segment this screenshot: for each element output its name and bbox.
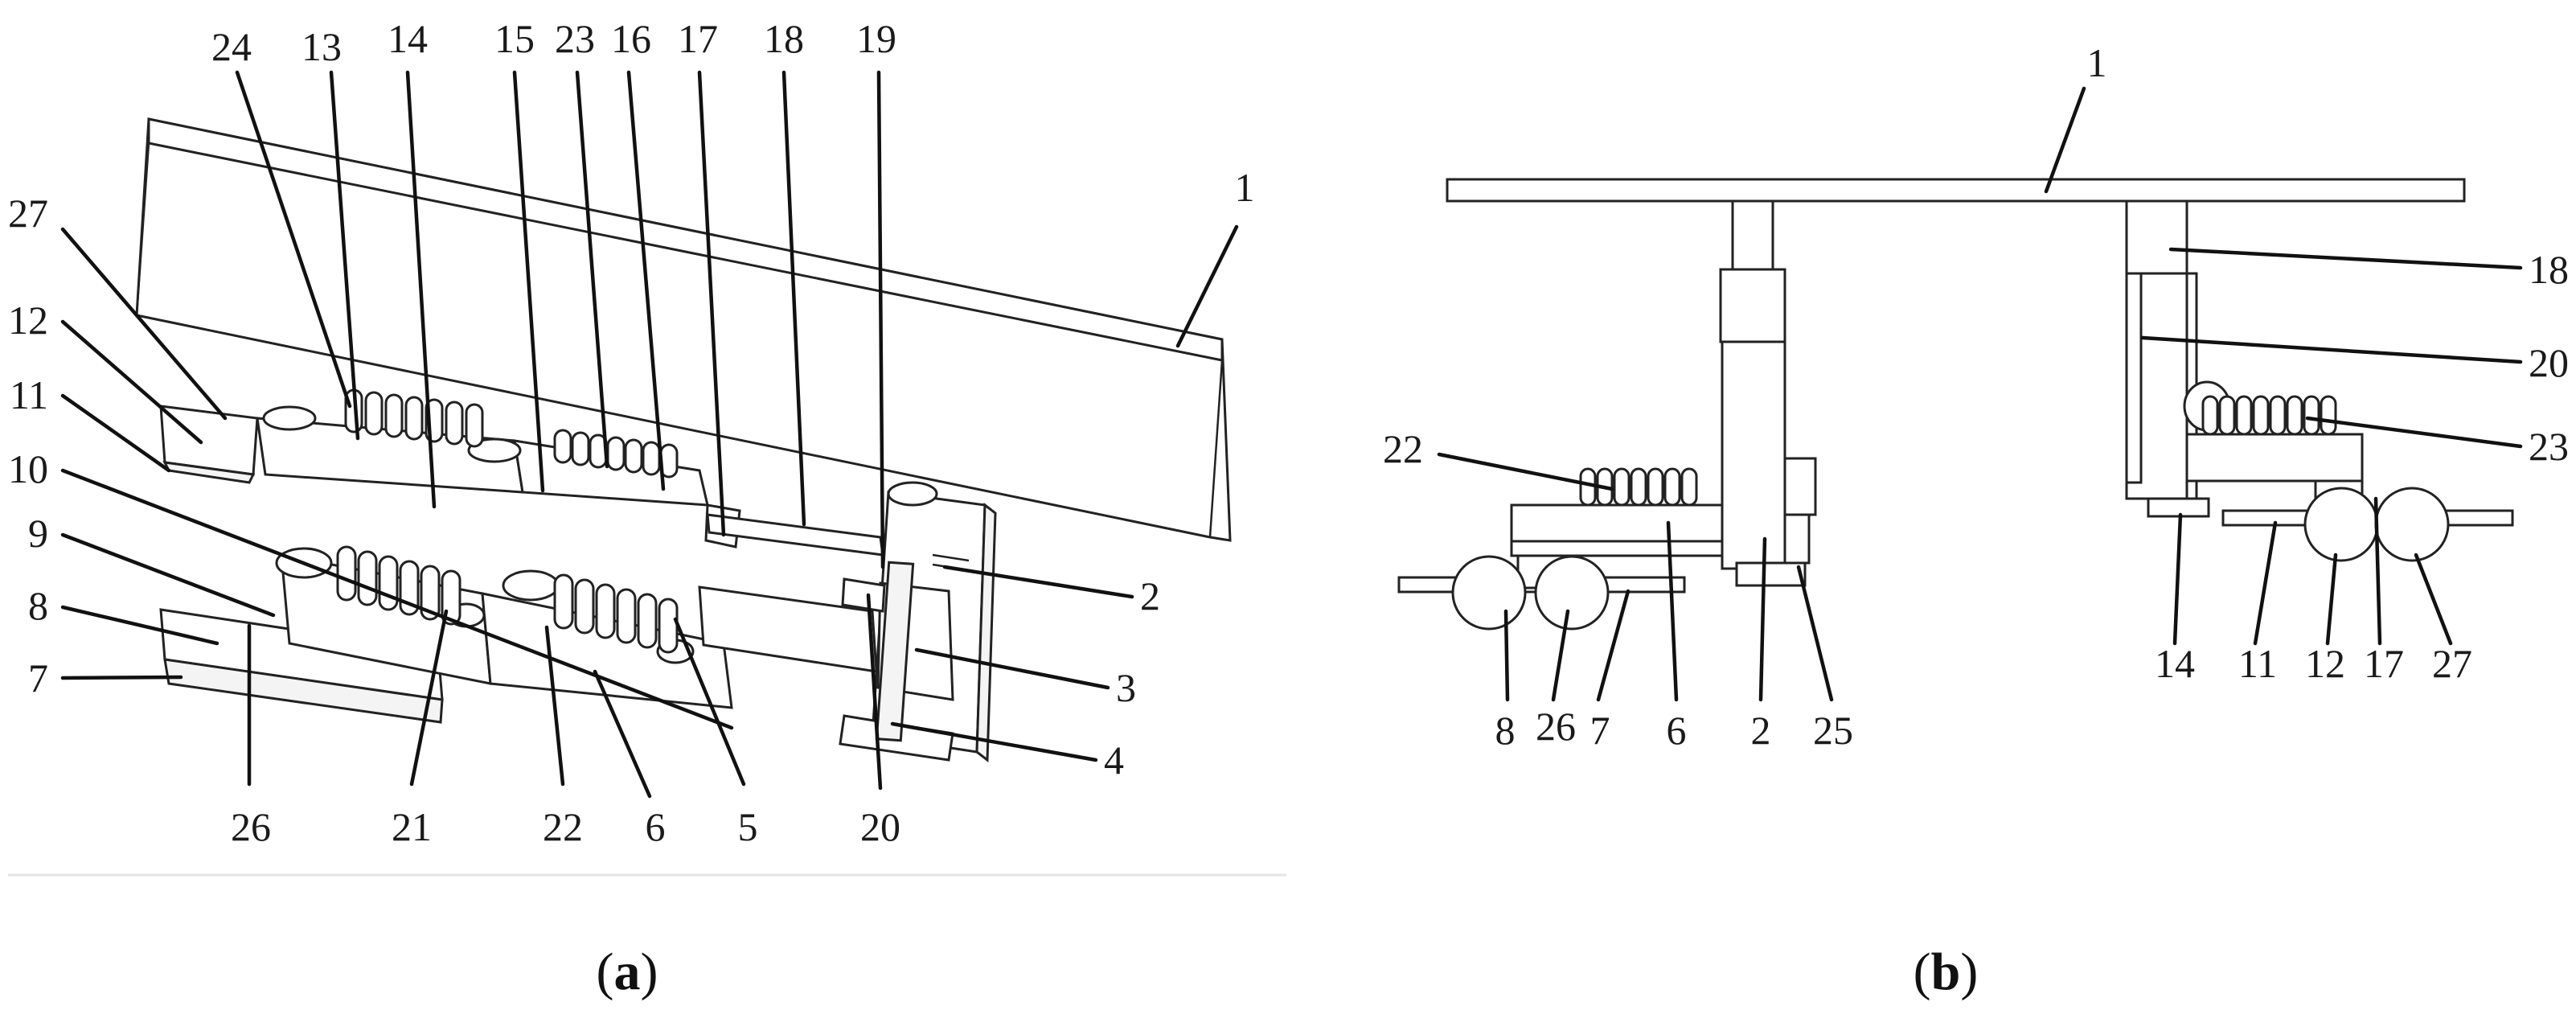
label-a-1: 1 bbox=[1235, 165, 1255, 210]
label-b-17: 17 bbox=[2364, 641, 2404, 686]
lower-arm bbox=[159, 547, 878, 724]
label-a-7: 7 bbox=[28, 655, 48, 700]
label-a-12: 12 bbox=[8, 298, 48, 343]
label-b-6: 6 bbox=[1667, 708, 1687, 753]
label-b-26: 26 bbox=[1536, 704, 1576, 749]
label-a-17: 17 bbox=[678, 16, 718, 61]
label-b-8: 8 bbox=[1495, 708, 1516, 753]
label-a-20: 20 bbox=[860, 804, 900, 849]
bar-18 bbox=[706, 513, 884, 557]
label-a-6: 6 bbox=[646, 804, 666, 849]
caption-b: (b) bbox=[1914, 943, 1979, 1001]
spring-upper-right bbox=[553, 429, 679, 479]
column-right bbox=[2125, 199, 2210, 518]
label-b-14: 14 bbox=[2155, 641, 2195, 686]
label-b-12: 12 bbox=[2305, 641, 2345, 686]
label-a-27: 27 bbox=[8, 191, 48, 236]
label-a-16: 16 bbox=[611, 16, 651, 61]
label-b-7: 7 bbox=[1590, 708, 1610, 753]
label-a-24: 24 bbox=[211, 24, 252, 69]
label-b-25: 25 bbox=[1813, 708, 1853, 753]
label-a-8: 8 bbox=[28, 583, 48, 628]
label-a-23: 23 bbox=[555, 16, 595, 61]
column-left bbox=[1719, 199, 1817, 587]
label-a-21: 21 bbox=[392, 804, 432, 849]
spring-23-b bbox=[2201, 395, 2337, 436]
label-a-4: 4 bbox=[1104, 737, 1124, 783]
label-b-1: 1 bbox=[2087, 40, 2107, 85]
label-a-9: 9 bbox=[28, 511, 48, 556]
labels-a: 1 2 3 4 5 6 7 8 9 10 11 12 13 14 15 16 1… bbox=[8, 16, 1255, 849]
labels-b: 1 18 20 22 23 6 2 25 8 26 7 14 11 12 17 … bbox=[1383, 40, 2569, 753]
label-b-11: 11 bbox=[2238, 641, 2277, 686]
label-b-23: 23 bbox=[2529, 424, 2569, 469]
label-a-18: 18 bbox=[764, 16, 804, 61]
label-a-5: 5 bbox=[738, 804, 758, 849]
spring-lower-right bbox=[553, 573, 679, 654]
label-a-2: 2 bbox=[1140, 573, 1160, 618]
plate-1-b bbox=[1446, 178, 2466, 203]
label-a-26: 26 bbox=[231, 804, 271, 849]
label-a-3: 3 bbox=[1116, 665, 1136, 710]
leader-lines-b bbox=[1437, 86, 2523, 702]
panel-a: 1 2 3 4 5 6 7 8 9 10 11 12 13 14 15 16 1… bbox=[8, 16, 1286, 1001]
label-b-22: 22 bbox=[1383, 426, 1423, 471]
plate-1 bbox=[135, 117, 1232, 542]
label-a-22: 22 bbox=[543, 804, 583, 849]
leader-lines-a bbox=[60, 70, 1239, 799]
panel-b: 1 18 20 22 23 6 2 25 8 26 7 14 11 12 17 … bbox=[1383, 40, 2569, 1001]
label-b-20: 20 bbox=[2529, 340, 2569, 385]
label-a-14: 14 bbox=[388, 16, 428, 61]
label-a-19: 19 bbox=[856, 16, 896, 61]
bracket-assembly bbox=[839, 481, 997, 762]
label-a-15: 15 bbox=[494, 16, 535, 61]
caption-a: (a) bbox=[597, 943, 658, 1001]
label-a-13: 13 bbox=[301, 24, 342, 69]
label-a-10: 10 bbox=[8, 446, 48, 491]
label-b-2: 2 bbox=[1751, 708, 1771, 753]
label-b-27: 27 bbox=[2432, 641, 2472, 686]
label-a-11: 11 bbox=[10, 372, 48, 417]
spring-upper-left bbox=[344, 388, 484, 448]
label-b-18: 18 bbox=[2529, 247, 2569, 292]
upper-arm bbox=[159, 405, 741, 548]
